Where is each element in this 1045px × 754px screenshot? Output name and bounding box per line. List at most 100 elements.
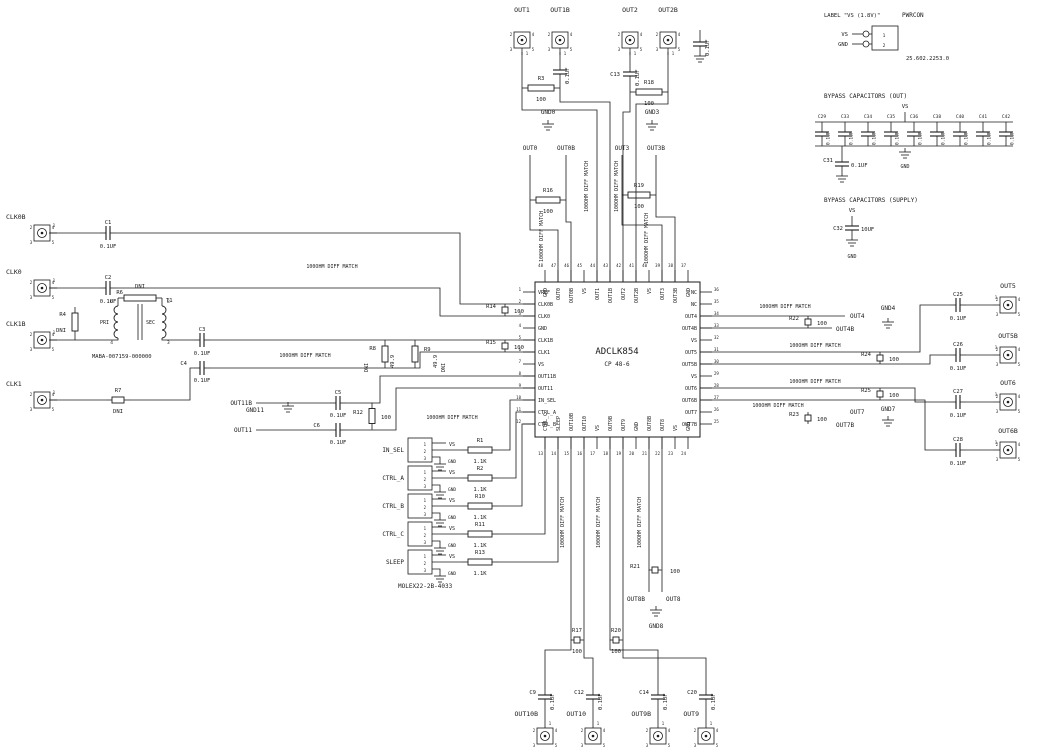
- capacitor-value: 0.1UF: [598, 693, 604, 710]
- text-label: 1: [710, 721, 713, 726]
- capacitor-ref: C13: [610, 72, 620, 78]
- resistor-ref: R10: [475, 494, 485, 500]
- capacitor-value: 0.1UF: [964, 131, 970, 145]
- pin-name: OUT2: [621, 288, 627, 300]
- text-label: 2: [646, 728, 649, 733]
- text-label: 2: [424, 477, 427, 482]
- sma-connector-ring: [1003, 397, 1013, 407]
- text-label: 2: [30, 392, 33, 397]
- pin-name: CTRL_A: [538, 410, 556, 416]
- net-label: GND0: [541, 109, 556, 116]
- capacitor-value: 0.1UF: [330, 413, 347, 419]
- capacitor-value: 0.1UF: [950, 461, 967, 467]
- resistor-icon: [627, 191, 651, 199]
- text-label: 1: [53, 390, 56, 395]
- vs-label: VS: [449, 498, 455, 504]
- pin-number: 34: [714, 311, 719, 316]
- wire: [559, 80, 611, 282]
- text-label: 6: [110, 299, 113, 305]
- wire: [622, 82, 631, 282]
- pin-number: 6: [519, 347, 522, 352]
- sma-connector-ring: [625, 35, 635, 45]
- resistor-ref: R6: [116, 290, 123, 296]
- text-label: 3: [996, 409, 999, 414]
- text-label: 5: [1018, 409, 1021, 414]
- resistor-value: 1.1K: [473, 487, 487, 493]
- text-label: 4: [52, 392, 55, 397]
- pin-number: 37: [681, 263, 686, 268]
- capacitor-ref: C5: [335, 390, 342, 396]
- text-label: 4: [678, 32, 681, 37]
- pin-number: 40: [642, 263, 647, 268]
- pin-name: OUT8B: [647, 416, 653, 431]
- text-label: 3: [694, 743, 697, 748]
- resistor-ref: R13: [475, 550, 485, 556]
- sma-connector-ring: [1003, 445, 1013, 455]
- note-label: 100OHM DIFF MATCH: [539, 211, 545, 262]
- capacitor-value: 0.1UF: [895, 131, 901, 145]
- capacitor-ref: C20: [687, 690, 697, 696]
- resistor-value: DNI: [135, 284, 145, 290]
- text-label: 3: [30, 295, 33, 300]
- power-label: LABEL "VS (1.8V)": [824, 13, 880, 19]
- text-label: 2: [548, 32, 551, 37]
- pin-number: 3: [519, 311, 522, 316]
- text-label: 5: [640, 47, 643, 52]
- pin-name: OUT11B: [538, 374, 556, 380]
- wire: [346, 387, 535, 431]
- wire: [161, 338, 194, 341]
- pin-number: 8: [519, 371, 522, 376]
- wire: [565, 155, 572, 282]
- pin-name: CTRL_C: [543, 413, 549, 431]
- pin-name: OUT1B: [608, 288, 614, 303]
- pin-name: OUT7B: [682, 422, 697, 428]
- text-label: 2: [581, 728, 584, 733]
- text-label: 4: [603, 728, 606, 733]
- text-label: 2: [533, 728, 536, 733]
- resistor-icon: [876, 390, 884, 398]
- connector-label: OUT10: [566, 710, 586, 718]
- capacitor-value: 0.1UF: [872, 131, 878, 145]
- net-label: OUT8B: [627, 596, 645, 603]
- pin-number: 11: [516, 407, 521, 412]
- pin-name: VS: [595, 425, 601, 431]
- resistor-ref: R18: [644, 80, 654, 86]
- text-label: 2: [424, 561, 427, 566]
- connector-label: OUT5: [1000, 282, 1016, 290]
- text-label: 1: [549, 721, 552, 726]
- capacitor-value: 0.1UF: [851, 163, 868, 169]
- vs-label: VS: [902, 104, 909, 110]
- wire: [346, 375, 535, 404]
- text-label: 3: [646, 743, 649, 748]
- text-label: 5: [603, 743, 606, 748]
- pin-number: 38: [668, 263, 673, 268]
- header-body: [407, 521, 433, 547]
- resistor-value: 1.1K: [473, 543, 487, 549]
- resistor-value: 100: [514, 309, 524, 315]
- sma-connector-pin: [704, 734, 708, 738]
- power-connector-body: [871, 25, 899, 51]
- text-label: 3: [996, 457, 999, 462]
- header-body: [407, 437, 433, 463]
- wire: [498, 399, 535, 451]
- resistor-icon: [876, 354, 884, 362]
- header-wire: [432, 456, 441, 460]
- text-label: 2: [30, 280, 33, 285]
- text-label: 5: [52, 407, 55, 412]
- pin-number: 45: [577, 263, 582, 268]
- resistor-icon: [467, 474, 493, 482]
- text-label: 2: [656, 32, 659, 37]
- capacitor-ref: C9: [529, 690, 536, 696]
- text-label: 4: [532, 32, 535, 37]
- text-label: 4: [668, 728, 671, 733]
- wire: [583, 437, 594, 689]
- wire: [521, 52, 598, 282]
- pin-name: VS: [691, 338, 697, 344]
- resistor-ref: R9: [424, 347, 431, 353]
- note-label: 100OHM DIFF MATCH: [759, 304, 810, 310]
- note-label: 100OHM DIFF MATCH: [426, 415, 477, 421]
- pin-name: OUT9B: [608, 416, 614, 431]
- resistor-ref: R22: [789, 316, 799, 322]
